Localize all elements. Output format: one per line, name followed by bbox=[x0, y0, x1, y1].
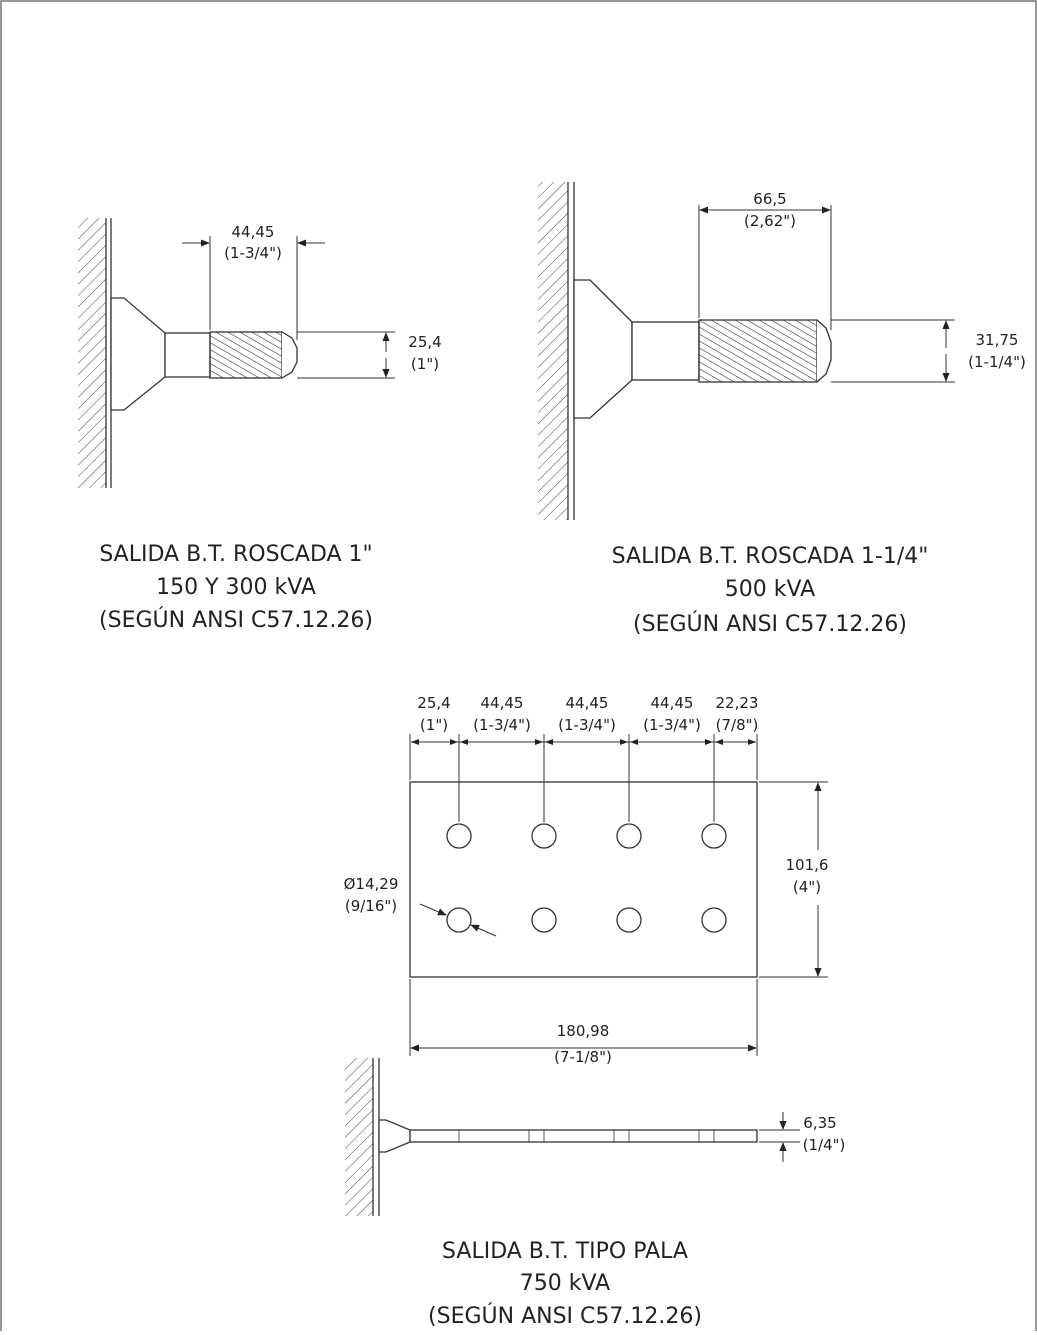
hole bbox=[531, 823, 557, 849]
shank bbox=[164, 332, 211, 378]
tip bbox=[816, 319, 832, 383]
caption-line-1: SALIDA B.T. TIPO PALA bbox=[442, 1239, 688, 1264]
height-label: 101,6 bbox=[786, 856, 829, 874]
threaded-section bbox=[698, 319, 818, 383]
caption-line-3: (SEGÚN ANSI C57.12.26) bbox=[99, 607, 373, 633]
thickness-label: 6,35 bbox=[803, 1114, 836, 1132]
height-inch-label: (4") bbox=[793, 878, 821, 896]
length-label: 44,45 bbox=[232, 223, 275, 241]
diameter-label: 25,4 bbox=[408, 333, 441, 351]
hole bbox=[446, 907, 472, 933]
spacing-inch-label-3: (1-3/4") bbox=[558, 716, 616, 734]
hole-diameter-label: Ø14,29 bbox=[344, 875, 399, 893]
diameter-inch-label: (1-1/4") bbox=[968, 353, 1026, 371]
spacing-inch-label-4: (1-3/4") bbox=[643, 716, 701, 734]
wall-hatch bbox=[538, 182, 568, 520]
spacing-inch-label-1: (1") bbox=[420, 716, 448, 734]
spacing-label-3: 44,45 bbox=[566, 694, 609, 712]
caption-line-2: 500 kVA bbox=[725, 577, 815, 602]
tip bbox=[281, 331, 298, 379]
diameter-inch-label: (1") bbox=[411, 355, 439, 373]
threaded-1in-terminal bbox=[78, 218, 395, 488]
spade-root bbox=[378, 1119, 411, 1153]
flange bbox=[573, 279, 633, 419]
spacing-label-2: 44,45 bbox=[481, 694, 524, 712]
spacing-inch-label-5: (7/8") bbox=[716, 716, 759, 734]
spacing-label-5: 22,23 bbox=[716, 694, 759, 712]
spacing-label-1: 25,4 bbox=[417, 694, 450, 712]
hole bbox=[616, 823, 642, 849]
hole bbox=[701, 907, 727, 933]
wall-hatch bbox=[78, 218, 106, 488]
thickness-inch-label: (1/4") bbox=[803, 1136, 846, 1154]
spacing-label-4: 44,45 bbox=[651, 694, 694, 712]
caption-line-2: 150 Y 300 kVA bbox=[156, 575, 316, 600]
hole bbox=[616, 907, 642, 933]
length-label: 66,5 bbox=[753, 190, 786, 208]
length-inch-label: (1-3/4") bbox=[224, 244, 282, 262]
caption-line-1: SALIDA B.T. ROSCADA 1-1/4" bbox=[612, 544, 929, 569]
hole bbox=[531, 907, 557, 933]
threaded-1-25in-terminal bbox=[538, 182, 955, 520]
caption-line-3: (SEGÚN ANSI C57.12.26) bbox=[428, 1303, 702, 1329]
threaded-section bbox=[209, 331, 283, 379]
length-inch-label: (2,62") bbox=[744, 212, 796, 230]
width-inch-label: (7-1/8") bbox=[554, 1048, 612, 1066]
caption-line-2: 750 kVA bbox=[520, 1271, 610, 1296]
hole bbox=[701, 823, 727, 849]
diameter-label: 31,75 bbox=[976, 331, 1019, 349]
spade-side-view bbox=[345, 1058, 800, 1216]
spade-plate bbox=[409, 734, 828, 1056]
flange bbox=[110, 297, 166, 411]
hole bbox=[446, 823, 472, 849]
shank bbox=[631, 321, 700, 381]
plate-outline bbox=[409, 781, 758, 978]
hole-diameter-inch-label: (9/16") bbox=[345, 897, 397, 915]
caption-line-3: (SEGÚN ANSI C57.12.26) bbox=[633, 611, 907, 637]
wall-hatch bbox=[345, 1058, 373, 1216]
spade-blade bbox=[409, 1129, 758, 1143]
caption-line-1: SALIDA B.T. ROSCADA 1" bbox=[99, 542, 372, 567]
spacing-inch-label-2: (1-3/4") bbox=[473, 716, 531, 734]
width-label: 180,98 bbox=[557, 1022, 610, 1040]
